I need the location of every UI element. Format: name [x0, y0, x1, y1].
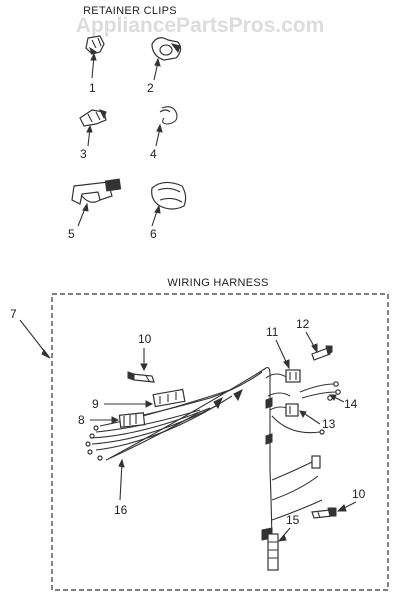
callout-3: 3 — [80, 147, 87, 161]
part-6-retainer-clip[interactable] — [151, 181, 187, 210]
callout-11: 11 — [266, 325, 279, 339]
callout-4: 4 — [150, 147, 157, 161]
part-1-retainer-clip[interactable] — [85, 35, 105, 55]
arrowhead-7 — [41, 349, 51, 359]
arrowhead-11 — [283, 359, 290, 370]
callout-7: 7 — [10, 307, 17, 321]
leader-line-7 — [19, 319, 49, 357]
part-13-connector[interactable] — [285, 403, 299, 417]
arrowhead-2 — [154, 57, 161, 67]
callout-15: 15 — [286, 513, 300, 527]
arrowhead-5 — [82, 202, 89, 212]
wiring-harness-heading: WIRING HARNESS — [167, 277, 268, 289]
part-4-retainer-clip[interactable] — [159, 106, 178, 125]
part-3-retainer-clip[interactable] — [79, 109, 107, 127]
retainer-clips-heading: RETAINER CLIPS — [83, 5, 177, 17]
callout-5: 5 — [68, 227, 75, 241]
part-10-terminal-upper[interactable] — [127, 371, 155, 383]
part-15-connector-block[interactable] — [267, 455, 321, 571]
wiring-harness-kit-box — [51, 293, 389, 591]
watermark-text: AppliancePartsPros.com — [76, 14, 325, 37]
arrowhead-8 — [111, 416, 120, 424]
callout-13: 13 — [322, 417, 336, 431]
arrowhead-14 — [328, 394, 337, 401]
callout-14: 14 — [344, 397, 358, 411]
callout-8: 8 — [78, 413, 85, 427]
callout-2: 2 — [147, 81, 154, 95]
callout-6: 6 — [150, 227, 157, 241]
arrowhead-6 — [154, 204, 161, 214]
part-5-retainer-clip[interactable] — [71, 178, 122, 205]
arrowhead-16 — [118, 458, 125, 468]
arrowhead-9 — [145, 400, 154, 408]
arrowhead-15 — [277, 534, 287, 542]
callout-9: 9 — [92, 397, 99, 411]
part-8-connector[interactable] — [118, 412, 146, 428]
arrowhead-12 — [311, 343, 318, 354]
arrowhead-4 — [156, 123, 163, 133]
part-11-connector[interactable] — [285, 369, 301, 383]
part-9-connector[interactable] — [152, 388, 186, 408]
callout-10-lower: 10 — [352, 487, 366, 501]
arrowhead-10-upper — [140, 363, 148, 372]
arrowhead-13 — [299, 410, 307, 419]
arrowhead-10-lower — [336, 504, 347, 512]
part-16-jumper-wire[interactable] — [105, 411, 201, 461]
leader-line-16 — [119, 461, 123, 501]
arrowhead-1 — [90, 52, 97, 61]
callout-10-upper: 10 — [138, 332, 152, 346]
part-10-terminal-lower[interactable] — [311, 507, 337, 519]
arrowhead-3 — [86, 124, 93, 133]
part-2-retainer-clip[interactable] — [151, 37, 182, 61]
part-12-terminal[interactable] — [311, 345, 333, 361]
callout-16: 16 — [114, 503, 128, 517]
callout-12: 12 — [296, 317, 310, 331]
callout-1: 1 — [89, 81, 96, 95]
